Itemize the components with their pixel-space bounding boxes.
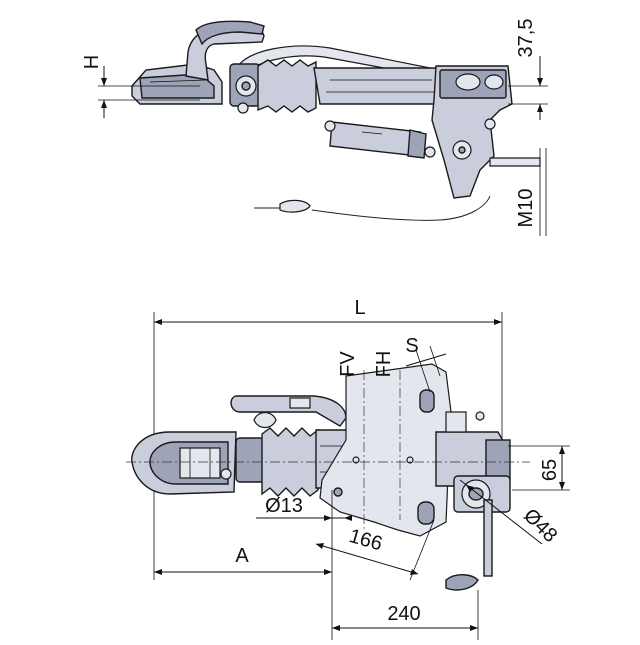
- dim-m10-label: M10: [515, 189, 537, 228]
- dim-l-label: L: [354, 297, 365, 319]
- shock-absorber: [324, 120, 436, 159]
- bellows-side: [229, 59, 317, 114]
- dim-240-label: 240: [387, 603, 420, 625]
- dim-s: S: [405, 335, 447, 393]
- draw-bar: [313, 67, 441, 105]
- dim-d13-label: Ø13: [265, 495, 303, 517]
- jockey-wheel-clamp: [445, 475, 511, 591]
- dim-a-label: A: [235, 545, 249, 567]
- dim-h-label: H: [81, 55, 103, 69]
- dim-37-5: 37,5: [508, 19, 548, 120]
- dim-166: 166: [315, 519, 435, 581]
- dim-65-label: 65: [539, 459, 561, 481]
- dim-m10: M10: [515, 148, 547, 236]
- dim-fh-label: FH: [373, 351, 395, 378]
- handle-grip: [195, 20, 265, 46]
- dim-65: 65: [508, 445, 570, 491]
- dim-37-5-label: 37,5: [515, 19, 537, 58]
- dim-fv-label: FV: [337, 351, 359, 377]
- plan-view: L: [126, 297, 570, 640]
- side-view: H 37,5 M10: [81, 19, 548, 236]
- dim-a: A: [154, 545, 332, 575]
- dim-d48-label: Ø48: [519, 505, 561, 547]
- dim-166-label: 166: [347, 525, 385, 555]
- dim-240: 240: [332, 590, 479, 640]
- dim-d13: Ø13: [256, 490, 352, 640]
- dim-h: H: [81, 55, 200, 118]
- breakaway-cable: [311, 195, 491, 221]
- handle-plan: [230, 395, 347, 427]
- dim-s-label: S: [405, 335, 418, 357]
